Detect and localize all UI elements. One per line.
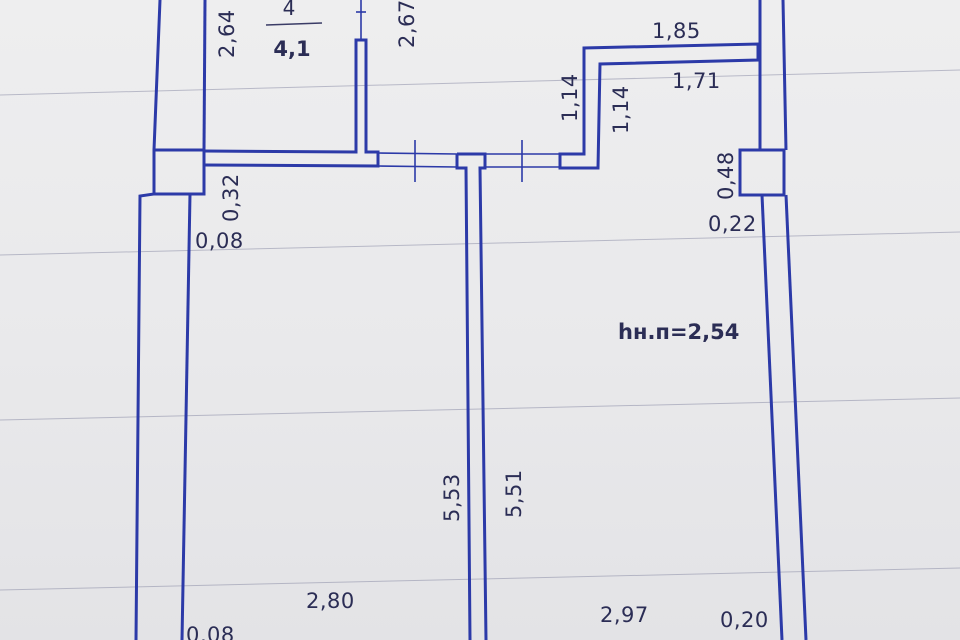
left-inner-wall — [202, 0, 207, 151]
dim-top-right-outer: 1,85 — [652, 19, 701, 43]
dimension-labels: 2,64 2,67 1,85 1,71 1,14 1,14 0,32 0,08 … — [186, 0, 769, 640]
dim-partition-left: 5,53 — [440, 473, 464, 522]
room-area: 4,1 — [273, 37, 310, 61]
niche-wall — [558, 42, 760, 170]
left-inner-lower-wall — [180, 193, 192, 640]
dim-niche-left: 1,14 — [558, 73, 582, 122]
dim-top-right-inner: 1,71 — [672, 69, 721, 93]
walls — [134, 0, 808, 640]
left-outer-wall — [134, 0, 162, 640]
right-inner-lower-wall — [760, 194, 784, 640]
right-outer-wall — [781, 0, 788, 151]
dim-niche-right: 1,14 — [609, 85, 633, 134]
room-label-line — [265, 22, 323, 26]
paper-texture — [0, 69, 960, 591]
dim-room-right-width: 2,97 — [600, 603, 649, 627]
dim-column-left: 0,32 — [219, 173, 243, 222]
dim-room-left-width: 2,80 — [306, 589, 355, 613]
opening-line-bottom — [377, 165, 458, 168]
dim-wall-right-lower: 0,20 — [720, 608, 769, 632]
ceiling-height: hн.п=2,54 — [618, 320, 739, 344]
dim-room4-height-right: 2,67 — [395, 0, 419, 48]
opening-line-top — [377, 152, 458, 155]
right-outer-lower-wall — [784, 194, 808, 640]
dim-wall-right-upper: 0,22 — [708, 212, 757, 236]
dim-column-right: 0,48 — [714, 151, 738, 200]
dim-wall-left-lower: 0,08 — [186, 623, 235, 640]
right-column — [738, 148, 786, 197]
dim-wall-left-upper: 0,08 — [195, 229, 244, 253]
left-column — [152, 148, 206, 196]
room-4-label: 4 4,1 — [265, 0, 323, 61]
central-partition — [455, 152, 488, 640]
room4-bottom-wall — [203, 38, 380, 168]
dim-room4-height-left: 2,64 — [215, 9, 239, 58]
dim-partition-right: 5,51 — [502, 469, 526, 518]
room-number: 4 — [283, 0, 296, 20]
